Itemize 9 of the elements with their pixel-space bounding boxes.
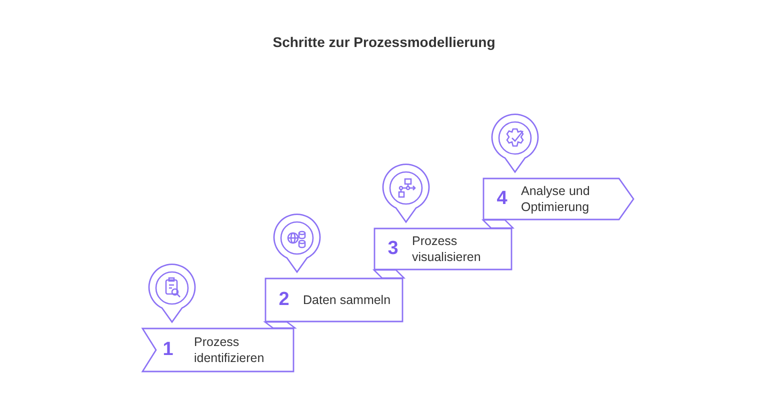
step-label: Daten sammeln — [303, 292, 392, 308]
diagram-title: Schritte zur Prozessmodellierung — [272, 34, 496, 50]
step-label: Prozess visualisieren — [412, 232, 482, 266]
step-number: 2 — [278, 289, 290, 311]
step-number: 1 — [162, 339, 174, 361]
step-number: 3 — [386, 238, 400, 260]
step-label: Prozess identifizieren — [194, 334, 266, 366]
step-number: 4 — [496, 188, 508, 210]
step-label: Analyse und Optimierung — [521, 182, 591, 216]
